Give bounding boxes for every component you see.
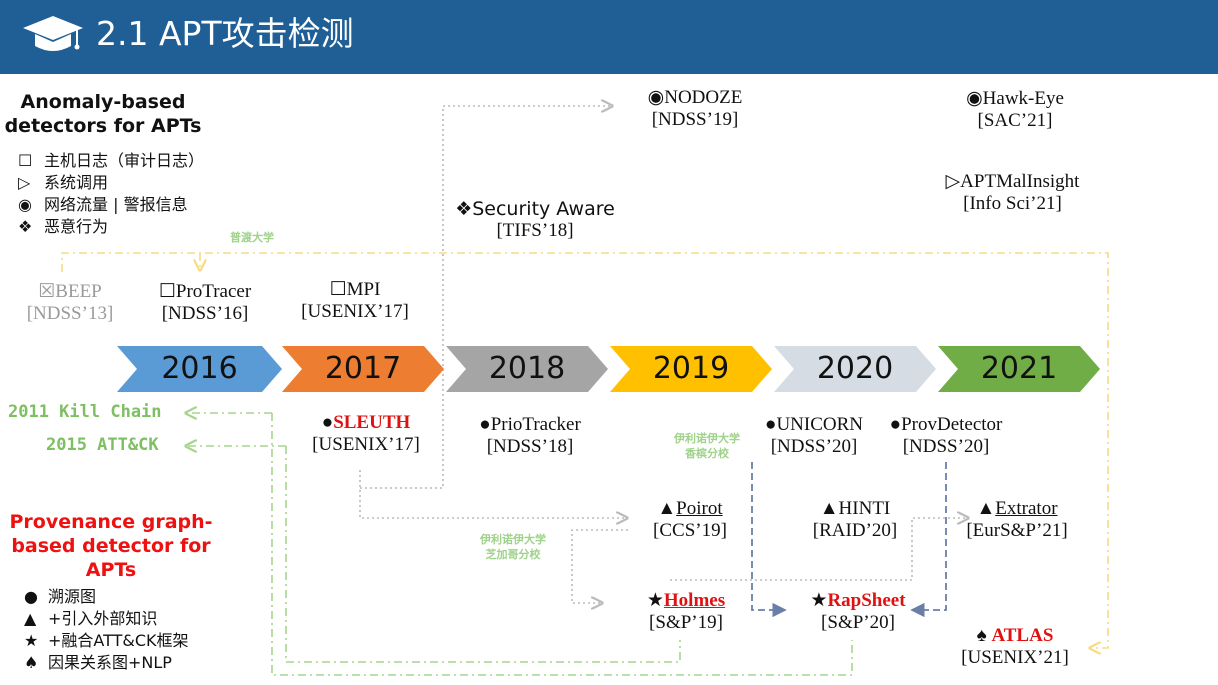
purdue-annotation: 普渡大学 [230, 231, 274, 244]
paper-holmes: ★Holmes [S&P’19] [646, 590, 726, 633]
legend-item: ❖恶意行为 [18, 217, 109, 236]
legend-item: ♠因果关系图+NLP [24, 653, 172, 672]
paper-priotracker: ●PrioTracker [NDSS’18] [479, 414, 581, 457]
graduation-cap-icon [23, 16, 83, 51]
legend-item: ★+融合ATT&CK框架 [24, 631, 189, 650]
chevron-2017 [282, 346, 444, 392]
year-2019-label: 2019 [652, 351, 730, 386]
paper-provdetector: ●ProvDetector [NDSS’20] [889, 414, 1003, 457]
paper-unicorn: ●UNICORN [NDSS’20] [764, 414, 864, 457]
legend-item: ●溯源图 [24, 587, 97, 606]
paper-atlas: ♠ ATLAS [USENIX’21] [961, 625, 1069, 668]
paper-mpi: ☐MPI [USENIX’17] [301, 279, 409, 322]
year-2018-label: 2018 [488, 351, 566, 386]
paper-poirot: ▲Poirot [CCS’19] [653, 498, 727, 541]
paper-beep: ☒BEEP [NDSS’13] [26, 281, 114, 324]
attck-label: 2015 ATT&CK [46, 435, 159, 455]
uic-annotation: 伊利诺伊大学芝加哥分校 [480, 533, 546, 561]
anomaly-legend-list: ☐主机日志（审计日志） ▷系统调用 ◉网络流量 | 警报信息 ❖恶意行为 [18, 150, 204, 238]
chevron-2020 [774, 346, 936, 392]
legend-item: ◉网络流量 | 警报信息 [18, 195, 188, 214]
legend-item: ▷系统调用 [18, 173, 109, 192]
paper-sleuth: ●SLEUTH [USENIX’17] [312, 412, 420, 455]
uiuc-annotation: 伊利诺伊大学香槟分校 [674, 432, 740, 460]
page-title: 2.1 APT攻击检测 [96, 14, 354, 53]
chevron-2016 [117, 346, 282, 392]
paper-nodoze: ◉NODOZE [NDSS’19] [647, 87, 743, 130]
paper-hawkeye: ◉Hawk-Eye [SAC’21] [966, 88, 1064, 131]
year-2021-label: 2021 [980, 351, 1058, 386]
chevron-2021 [938, 346, 1100, 392]
paper-protracer: ☐ProTracer [NDSS’16] [158, 281, 252, 324]
paper-hinti: ▲HINTI [RAID’20] [812, 498, 898, 541]
legend-item: ☐主机日志（审计日志） [18, 151, 205, 170]
year-2016-label: 2016 [161, 351, 238, 386]
legend-item: ▲+引入外部知识 [24, 609, 158, 628]
year-2017-label: 2017 [324, 351, 402, 386]
year-2020-label: 2020 [816, 351, 894, 386]
anomaly-legend-title: Anomaly-based detectors for APTs [4, 91, 202, 137]
provenance-legend-list: ●溯源图 ▲+引入外部知识 ★+融合ATT&CK框架 ♠因果关系图+NLP [24, 586, 189, 674]
paper-security-aware: ❖Security Aware [TIFS’18] [455, 198, 615, 241]
paper-rapsheet: ★RapSheet [S&P’20] [810, 590, 906, 633]
chevron-2018 [446, 346, 608, 392]
provenance-legend-title: Provenance graph- based detector for APT… [9, 511, 213, 581]
paper-aptmalinsight: ▷APTMalInsight [Info Sci’21] [945, 171, 1080, 214]
paper-extrator: ▲Extrator [EurS&P’21] [966, 498, 1068, 541]
header-bar: 2.1 APT攻击检测 [0, 0, 1218, 74]
chevron-2019 [610, 346, 772, 392]
kill-chain-label: 2011 Kill Chain [8, 402, 162, 422]
